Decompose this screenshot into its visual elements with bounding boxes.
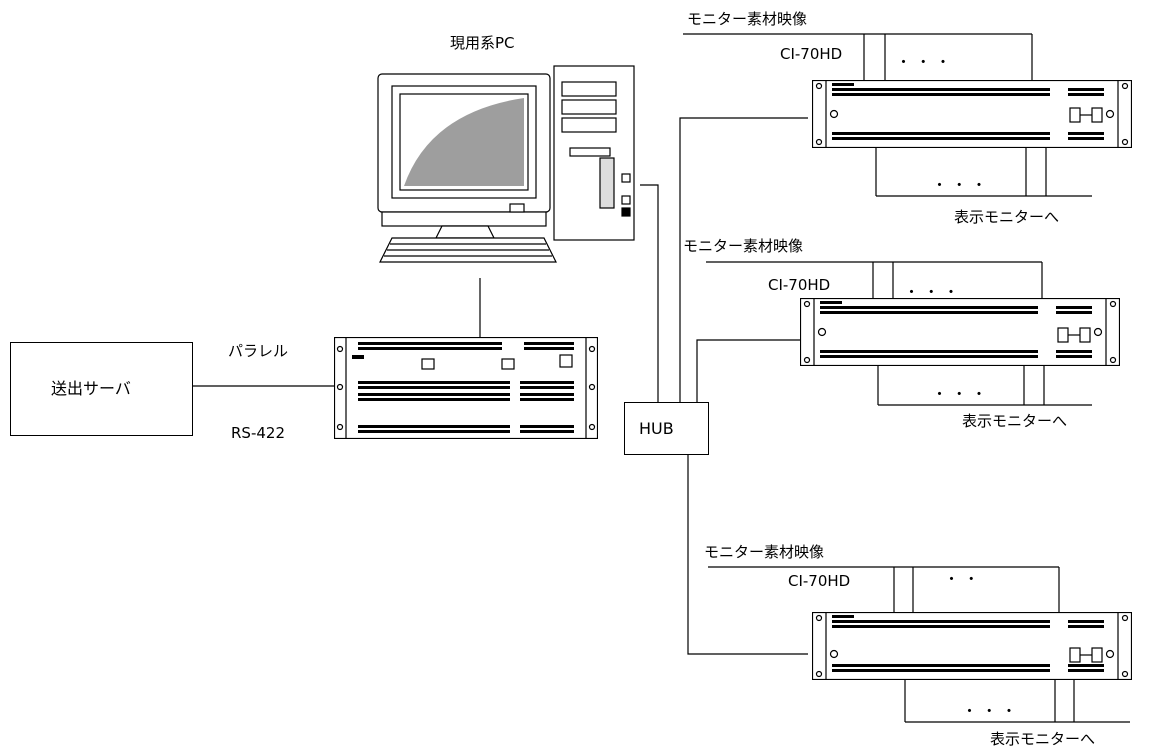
pc-label: 現用系PC: [450, 34, 515, 52]
unit-1-source-label: モニター素材映像: [687, 10, 808, 28]
pc-icon: [377, 65, 635, 263]
unit-3-dots-bottom: ・ ・ ・: [962, 702, 1017, 720]
unit-2-dots-top: ・ ・ ・: [904, 283, 959, 301]
unit-1-dots-top: ・ ・ ・: [896, 53, 951, 71]
unit-1-model-label: CI-70HD: [780, 45, 843, 63]
unit-3-model-label: CI-70HD: [788, 572, 851, 590]
unit-2-output-label: 表示モニターへ: [962, 412, 1068, 430]
hub-box: HUB: [624, 402, 709, 455]
router-device: [334, 337, 598, 439]
ci70hd-device-1: [812, 80, 1132, 148]
unit-2-source-label: モニター素材映像: [683, 237, 804, 255]
ci70hd-device-2: [800, 298, 1120, 366]
server-label: 送出サーバ: [51, 379, 131, 398]
unit-1-dots-bottom: ・ ・ ・: [932, 176, 987, 194]
unit-2-model-label: CI-70HD: [768, 276, 831, 294]
unit-1-output-label: 表示モニターへ: [954, 208, 1060, 226]
unit-3-output-label: 表示モニターへ: [990, 730, 1096, 748]
hub-label: HUB: [639, 419, 674, 438]
rs422-label: RS-422: [231, 424, 285, 442]
server-box: 送出サーバ: [10, 342, 193, 436]
unit-2-dots-bottom: ・ ・ ・: [932, 385, 987, 403]
parallel-label: パラレル: [228, 342, 289, 360]
unit-3-source-label: モニター素材映像: [704, 543, 825, 561]
ci70hd-device-3: [812, 612, 1132, 680]
unit-3-dots-top: ・ ・: [944, 570, 979, 588]
